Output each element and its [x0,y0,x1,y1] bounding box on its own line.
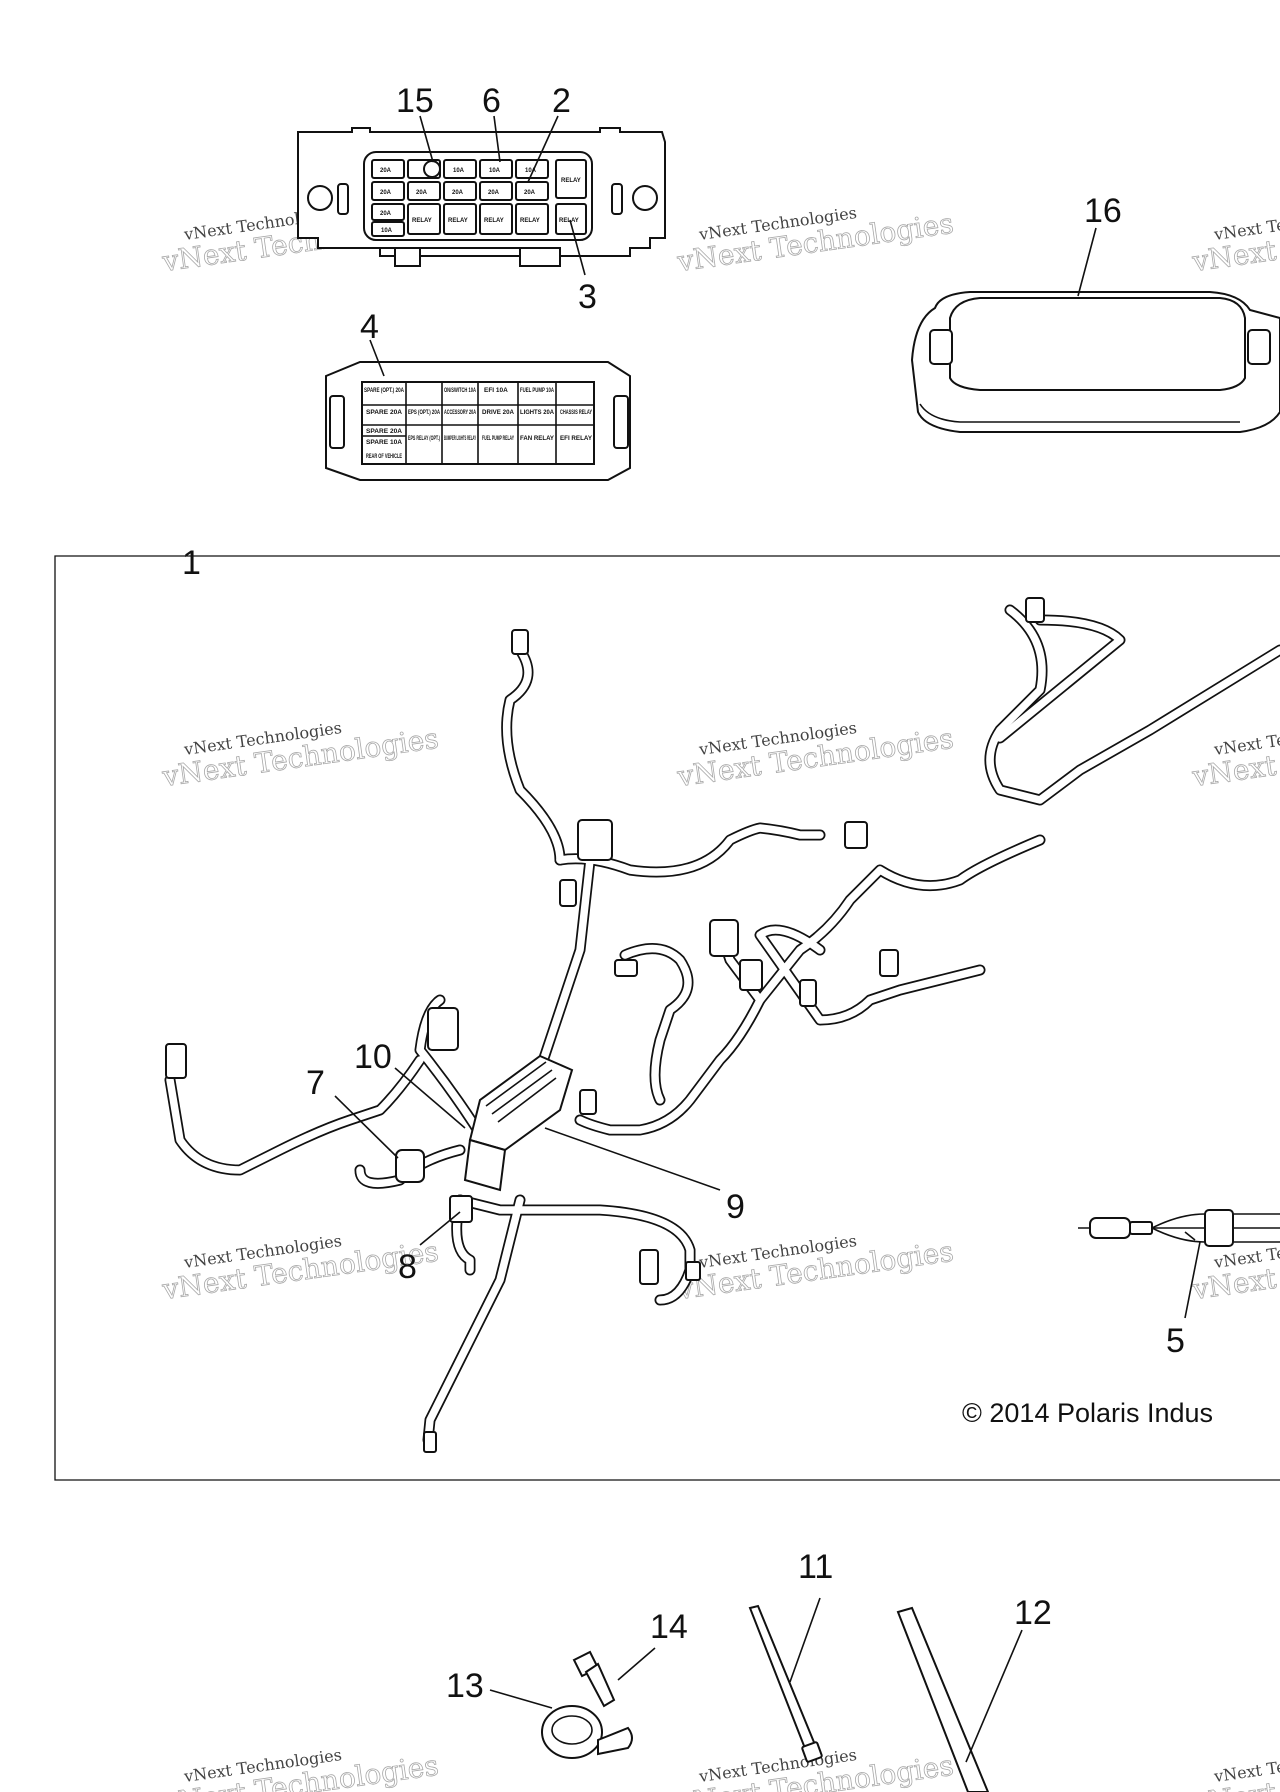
callout-14: 14 [650,1608,688,1646]
svg-text:EFI 10A: EFI 10A [484,387,508,394]
svg-text:FUEL PUMP RELAY: FUEL PUMP RELAY [482,435,514,442]
watermark: vNext Technologies vNext Technologies [674,1231,956,1307]
callout-9: 9 [726,1188,745,1226]
watermark: vNext Technologies vNext Technologies [674,718,956,794]
svg-text:20A: 20A [380,211,392,217]
callout-12: 12 [1014,1594,1052,1632]
svg-text:EPS (OPT.) 20A: EPS (OPT.) 20A [408,409,440,416]
callout-16: 16 [1084,192,1122,230]
callout-1: 1 [182,544,201,582]
screw-part: 14 [572,1608,688,1708]
svg-text:CHASSIS RELAY: CHASSIS RELAY [560,409,592,416]
svg-text:SPARE 20A: SPARE 20A [366,409,402,416]
harness-connectors [165,597,1045,1453]
svg-text:EFI RELAY: EFI RELAY [560,435,593,442]
callout-10: 10 [354,1038,392,1076]
callout-13: 13 [446,1667,484,1705]
svg-text:20A: 20A [380,168,392,174]
svg-text:FAN RELAY: FAN RELAY [520,435,555,442]
svg-text:ON/SWITCH 10A: ON/SWITCH 10A [444,387,476,394]
jumper-harness: 5 [1078,1209,1280,1360]
svg-text:20A: 20A [416,190,428,196]
svg-text:10A: 10A [489,168,501,174]
svg-text:RELAY: RELAY [559,218,579,224]
watermark: vNext Technologies vNext Technologies [159,1745,441,1792]
copyright-text: © 2014 Polaris Indus [962,1398,1213,1428]
svg-text:EPS RELAY (OPT.): EPS RELAY (OPT.) [408,435,440,442]
harness-frame: 1 [54,544,1280,1481]
svg-text:20A: 20A [524,190,536,196]
hardware-parts: 13 14 11 12 [446,1548,1052,1792]
callout-11: 11 [798,1548,833,1586]
callout-4: 4 [360,308,379,346]
svg-text:10A: 10A [381,228,393,234]
svg-text:10A: 10A [525,168,537,174]
watermark: vNext Technologies vNext Technologies [1189,203,1280,279]
svg-text:RELAY: RELAY [484,218,504,224]
svg-text:SPARE 10A: SPARE 10A [366,439,402,446]
svg-text:DRIVE 20A: DRIVE 20A [482,409,514,416]
svg-text:ACCESSORY 20A: ACCESSORY 20A [444,409,476,416]
watermark: vNext Technologies vNext Technologies [1189,1745,1280,1792]
callout-3: 3 [578,278,597,316]
fuse-box: 20A 10A 10A 10A RELAY 20A 20A 20A 20A 20… [297,82,666,316]
svg-text:RELAY: RELAY [448,218,468,224]
callout-5: 5 [1166,1322,1185,1360]
cable-tie-large: 12 [896,1594,1052,1792]
fuse-grid: 20A 10A 10A 10A RELAY 20A 20A 20A 20A 20… [371,159,587,237]
svg-text:20A: 20A [488,190,500,196]
fuse-label-decal: SPARE (OPT.) 20A ON/SWITCH 10A EFI 10A F… [325,308,631,481]
svg-text:20A: 20A [452,190,464,196]
callout-6: 6 [482,82,501,120]
callout-7: 7 [306,1064,325,1102]
callout-2: 2 [552,82,571,120]
watermark: vNext Technologies vNext Technologies [674,203,956,279]
callout-15: 15 [396,82,434,120]
svg-text:RELAY: RELAY [412,218,432,224]
svg-text:20A: 20A [380,190,392,196]
svg-text:SPARE (OPT.) 20A: SPARE (OPT.) 20A [364,387,404,394]
svg-text:SPARE 20A: SPARE 20A [366,428,402,435]
fuse-box-cover: 16 [910,192,1280,433]
svg-text:10A: 10A [453,168,465,174]
watermark: vNext Technologies vNext Technologies [1189,718,1280,794]
cable-tie-small: 11 [748,1548,833,1763]
callout-8: 8 [398,1248,417,1286]
wire-harness: 7 10 9 8 [164,597,1280,1453]
svg-text:LIGHTS 20A: LIGHTS 20A [520,409,554,416]
svg-text:REAR OF VEHICLE: REAR OF VEHICLE [366,453,402,460]
svg-text:BUMPER LIGHTS RELAY: BUMPER LIGHTS RELAY [444,435,476,442]
svg-text:FUEL PUMP 10A: FUEL PUMP 10A [520,387,554,394]
watermark: vNext Technologies vNext Technologies [159,718,441,794]
svg-text:RELAY: RELAY [520,218,540,224]
svg-text:RELAY: RELAY [561,178,581,184]
clamp-part: 13 [446,1667,633,1759]
